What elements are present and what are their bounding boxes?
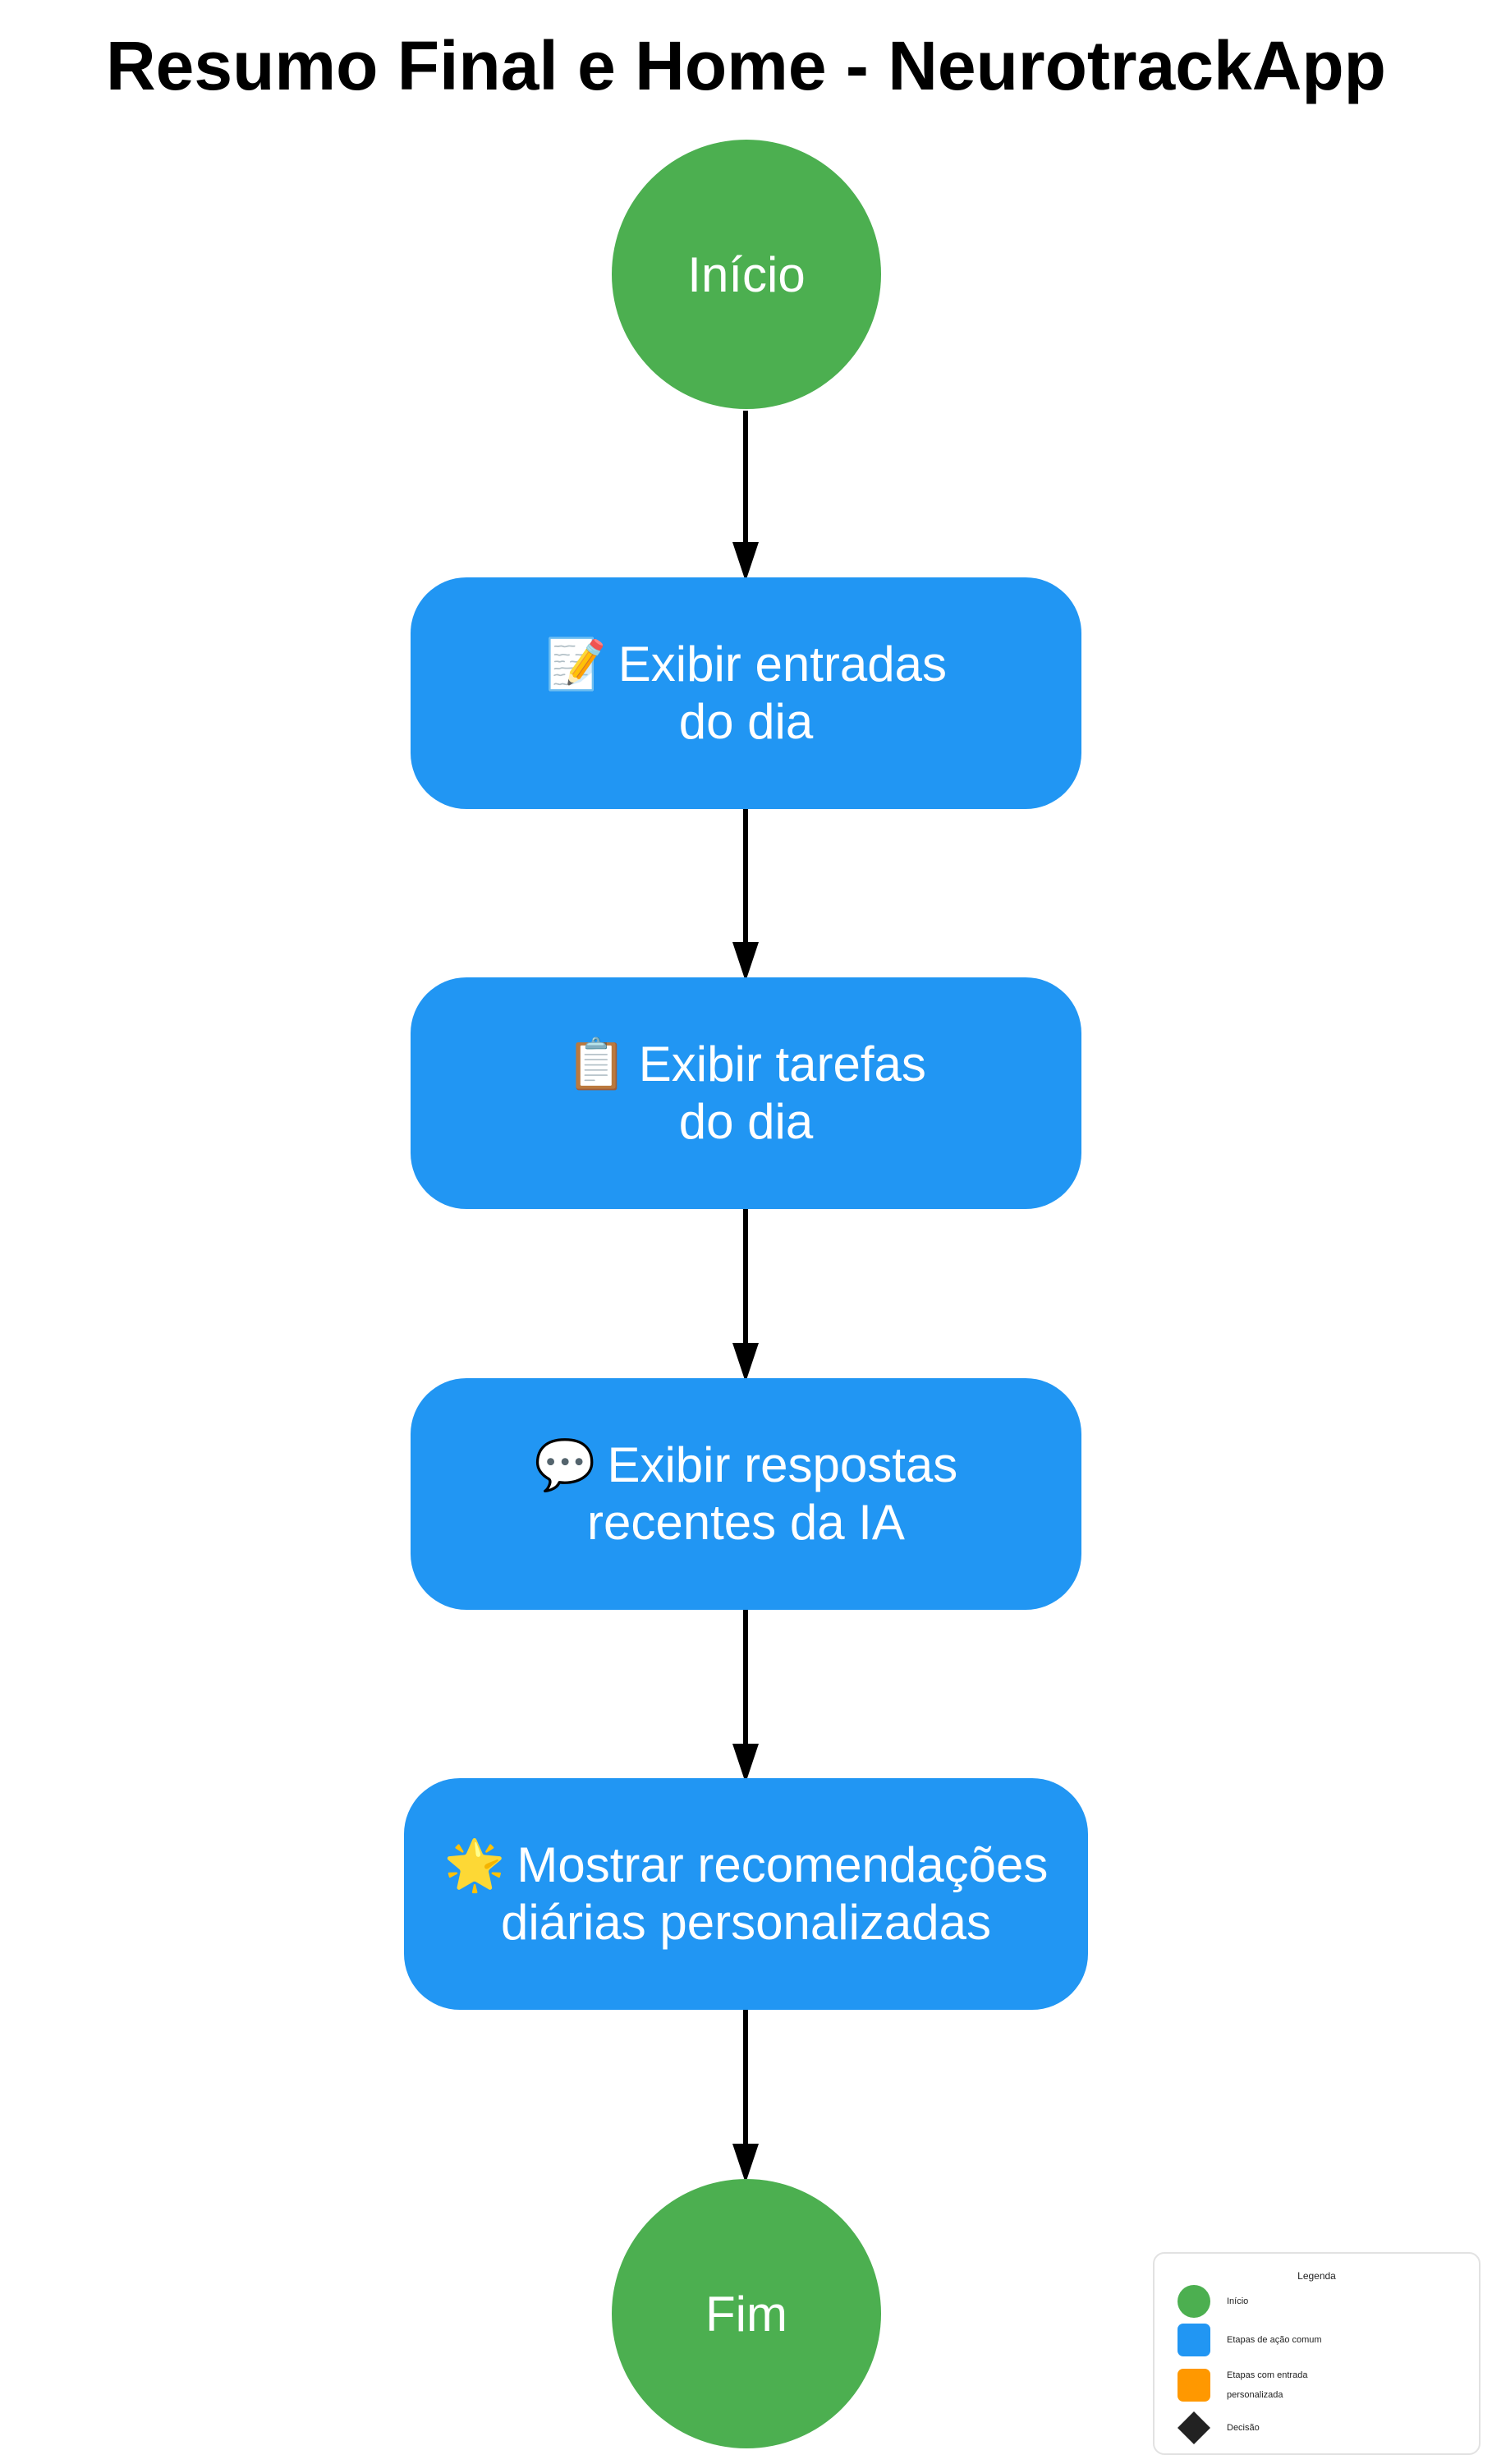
legend-item-start-label: Início bbox=[1227, 2296, 1249, 2306]
memo-icon: 📝 bbox=[545, 637, 607, 692]
legend-circle-icon bbox=[1178, 2285, 1210, 2318]
speech-balloon-icon: 💬 bbox=[534, 1437, 596, 1493]
end-node-label: Fim bbox=[705, 2286, 787, 2342]
legend-item-custom-input-step: Etapas com entrada personalizada bbox=[1178, 2365, 1325, 2405]
start-node-label: Início bbox=[687, 246, 806, 302]
legend-orange-square-icon bbox=[1178, 2369, 1210, 2402]
step-display-tasks-line1: Exibir tarefas bbox=[638, 1037, 926, 1092]
legend: Legenda Início Etapas de ação comum Etap… bbox=[1153, 2252, 1481, 2455]
legend-blue-square-icon bbox=[1178, 2324, 1210, 2356]
legend-item-common-step: Etapas de ação comum bbox=[1178, 2324, 1322, 2356]
star-icon: 🌟 bbox=[443, 1837, 506, 1893]
diagram-title: Resumo Final e Home - NeurotrackApp bbox=[106, 27, 1386, 104]
step-display-entries: 📝Exibir entradas do dia bbox=[411, 577, 1081, 809]
step-daily-recommendations-line1: Mostrar recomendações bbox=[516, 1837, 1049, 1893]
arrow-step1-to-step2 bbox=[732, 809, 759, 981]
clipboard-icon: 📋 bbox=[566, 1037, 627, 1092]
step-display-ai-responses-line1: Exibir respostas bbox=[607, 1437, 958, 1493]
legend-item-common-step-label: Etapas de ação comum bbox=[1227, 2334, 1322, 2345]
step-display-entries-line2: do dia bbox=[678, 694, 814, 749]
step-daily-recommendations-line2: diárias personalizadas bbox=[500, 1895, 991, 1950]
start-node: Início bbox=[612, 140, 881, 409]
arrow-step3-to-step4 bbox=[732, 1610, 759, 1783]
arrow-start-to-step1 bbox=[732, 411, 759, 582]
step-display-ai-responses-line2: recentes da IA bbox=[587, 1495, 905, 1550]
step-display-ai-responses: 💬Exibir respostas recentes da IA bbox=[411, 1378, 1081, 1610]
legend-diamond-icon bbox=[1178, 2411, 1210, 2444]
arrow-step2-to-step3 bbox=[732, 1209, 759, 1382]
step-display-tasks-line2: do dia bbox=[678, 1094, 814, 1149]
legend-title: Legenda bbox=[1297, 2270, 1336, 2282]
step-display-entries-line1: Exibir entradas bbox=[617, 637, 947, 692]
legend-item-custom-input-step-label: Etapas com entrada personalizada bbox=[1227, 2370, 1308, 2401]
legend-item-decision: Decisão bbox=[1178, 2411, 1260, 2444]
arrow-step4-to-end bbox=[732, 2010, 759, 2183]
legend-item-start: Início bbox=[1178, 2285, 1248, 2318]
step-daily-recommendations: 🌟Mostrar recomendações diárias personali… bbox=[404, 1778, 1088, 2010]
legend-item-decision-label: Decisão bbox=[1227, 2422, 1260, 2433]
end-node: Fim bbox=[612, 2179, 881, 2448]
step-display-tasks: 📋Exibir tarefas do dia bbox=[411, 977, 1081, 1209]
